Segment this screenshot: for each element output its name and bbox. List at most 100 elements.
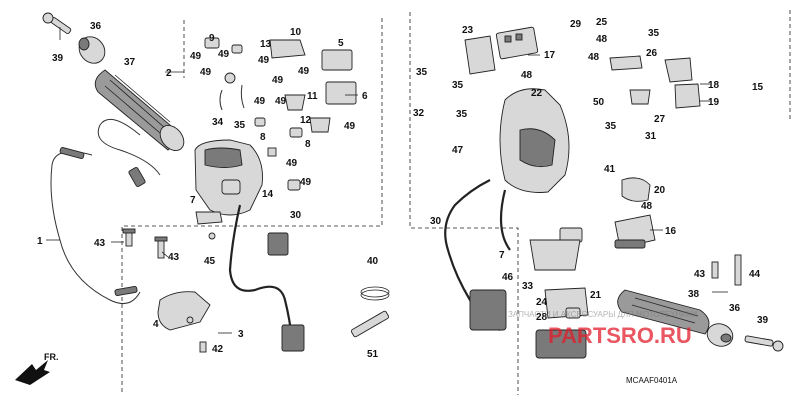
callout-50: 50 <box>593 97 605 108</box>
callout-49-k: 49 <box>300 177 312 188</box>
callout-48-d: 48 <box>641 201 653 212</box>
callouts: 36 39 37 2 9 13 10 5 49 49 49 49 49 49 4… <box>37 17 769 360</box>
harness-main <box>444 179 587 359</box>
callout-21: 21 <box>590 290 602 301</box>
callout-43-a: 43 <box>94 238 106 249</box>
callout-25: 25 <box>596 17 608 28</box>
throttle-cable-a <box>97 118 161 188</box>
callout-2: 2 <box>166 68 172 79</box>
callout-7-b: 7 <box>499 250 505 261</box>
throttle-cable-b <box>50 146 141 305</box>
callout-26: 26 <box>646 48 658 59</box>
callout-38: 38 <box>688 289 700 300</box>
right-grip-38 <box>617 289 710 335</box>
callout-8-a: 8 <box>260 132 266 143</box>
bracket-23 <box>464 35 496 75</box>
bolt-39-right <box>744 335 784 352</box>
callout-24: 24 <box>536 297 548 308</box>
callout-44: 44 <box>749 269 761 280</box>
bolt-43-left-b <box>154 236 168 259</box>
callout-48-a: 48 <box>596 34 608 45</box>
callout-49-h: 49 <box>275 96 287 107</box>
callout-37: 37 <box>124 57 136 68</box>
switch-bracket-7 <box>195 211 223 240</box>
bracket-26-27 <box>609 55 651 105</box>
callout-48-b: 48 <box>588 52 600 63</box>
callout-31: 31 <box>645 131 657 142</box>
callout-33: 33 <box>522 281 534 292</box>
callout-12: 12 <box>300 115 312 126</box>
grip-end-bolt <box>42 12 72 35</box>
callout-9: 9 <box>209 33 215 44</box>
cover-18-19 <box>664 57 701 109</box>
callout-48-c: 48 <box>521 70 533 81</box>
bolt-43-left <box>122 228 136 247</box>
callout-18: 18 <box>708 80 720 91</box>
callout-45: 45 <box>204 256 216 267</box>
callout-39-right: 39 <box>757 315 769 326</box>
callout-40: 40 <box>367 256 379 267</box>
callout-46: 46 <box>502 272 514 283</box>
callout-36-left: 36 <box>90 21 102 32</box>
callout-8-b: 8 <box>305 139 311 150</box>
callout-49-j: 49 <box>286 158 298 169</box>
panel-17 <box>495 26 539 60</box>
callout-41: 41 <box>604 164 616 175</box>
callout-43-b: 43 <box>168 252 180 263</box>
callout-43-c: 43 <box>694 269 706 280</box>
watermark-text: ЗАПЧАСТИ И АКСЕССУАРЫ ДЛЯ МОТОТЕХНИКИ <box>508 310 698 319</box>
callout-39-left: 39 <box>52 53 64 64</box>
callout-10: 10 <box>290 27 302 38</box>
callout-34: 34 <box>212 117 224 128</box>
callout-49-i: 49 <box>344 121 356 132</box>
callout-36-right: 36 <box>729 303 741 314</box>
callout-17: 17 <box>544 50 556 61</box>
callout-6: 6 <box>362 91 368 102</box>
callout-49-b: 49 <box>218 49 230 60</box>
callout-49-f: 49 <box>298 66 310 77</box>
section-frames <box>121 10 791 395</box>
callout-32: 32 <box>413 108 425 119</box>
callout-20: 20 <box>654 185 666 196</box>
diagram-code: MCAAF0401A <box>626 376 678 385</box>
callout-49-e: 49 <box>272 75 284 86</box>
callout-35-c: 35 <box>416 67 428 78</box>
rubber-20 <box>621 177 651 202</box>
small-parts-cluster-left <box>204 37 357 191</box>
callout-51: 51 <box>367 349 379 360</box>
callout-19: 19 <box>708 97 720 108</box>
throttle-grip <box>94 69 185 151</box>
callout-42: 42 <box>212 344 224 355</box>
callout-27: 27 <box>654 114 666 125</box>
callout-35-e: 35 <box>456 109 468 120</box>
callout-4: 4 <box>153 319 159 330</box>
callout-7-a: 7 <box>190 195 196 206</box>
callout-15: 15 <box>752 82 764 93</box>
relay-16 <box>614 214 656 249</box>
right-switch-housing-cover <box>499 88 570 193</box>
callout-28: 28 <box>536 312 548 323</box>
callout-14: 14 <box>262 189 274 200</box>
callout-49-c: 49 <box>200 67 212 78</box>
front-direction-arrow: FR. <box>15 352 59 385</box>
callout-11: 11 <box>307 91 318 102</box>
callout-3: 3 <box>238 329 244 340</box>
front-direction-label: FR. <box>44 352 59 362</box>
bracket-33-24-28 <box>529 239 589 319</box>
callout-29: 29 <box>570 19 582 30</box>
throttle-grip-assembly <box>42 12 185 305</box>
callout-35-b: 35 <box>648 28 660 39</box>
callout-13: 13 <box>260 39 272 50</box>
callout-5: 5 <box>338 38 344 49</box>
callout-35-d: 35 <box>452 80 464 91</box>
leader-lines <box>46 27 728 334</box>
callout-30-a: 30 <box>290 210 302 221</box>
bolts-43-44-right <box>711 254 742 286</box>
grip-end-36-right <box>706 323 734 347</box>
band-51 <box>350 310 390 338</box>
callout-35-f: 35 <box>605 121 617 132</box>
callout-47: 47 <box>452 145 464 156</box>
callout-16: 16 <box>665 226 677 237</box>
left-switch-housing <box>194 139 305 352</box>
